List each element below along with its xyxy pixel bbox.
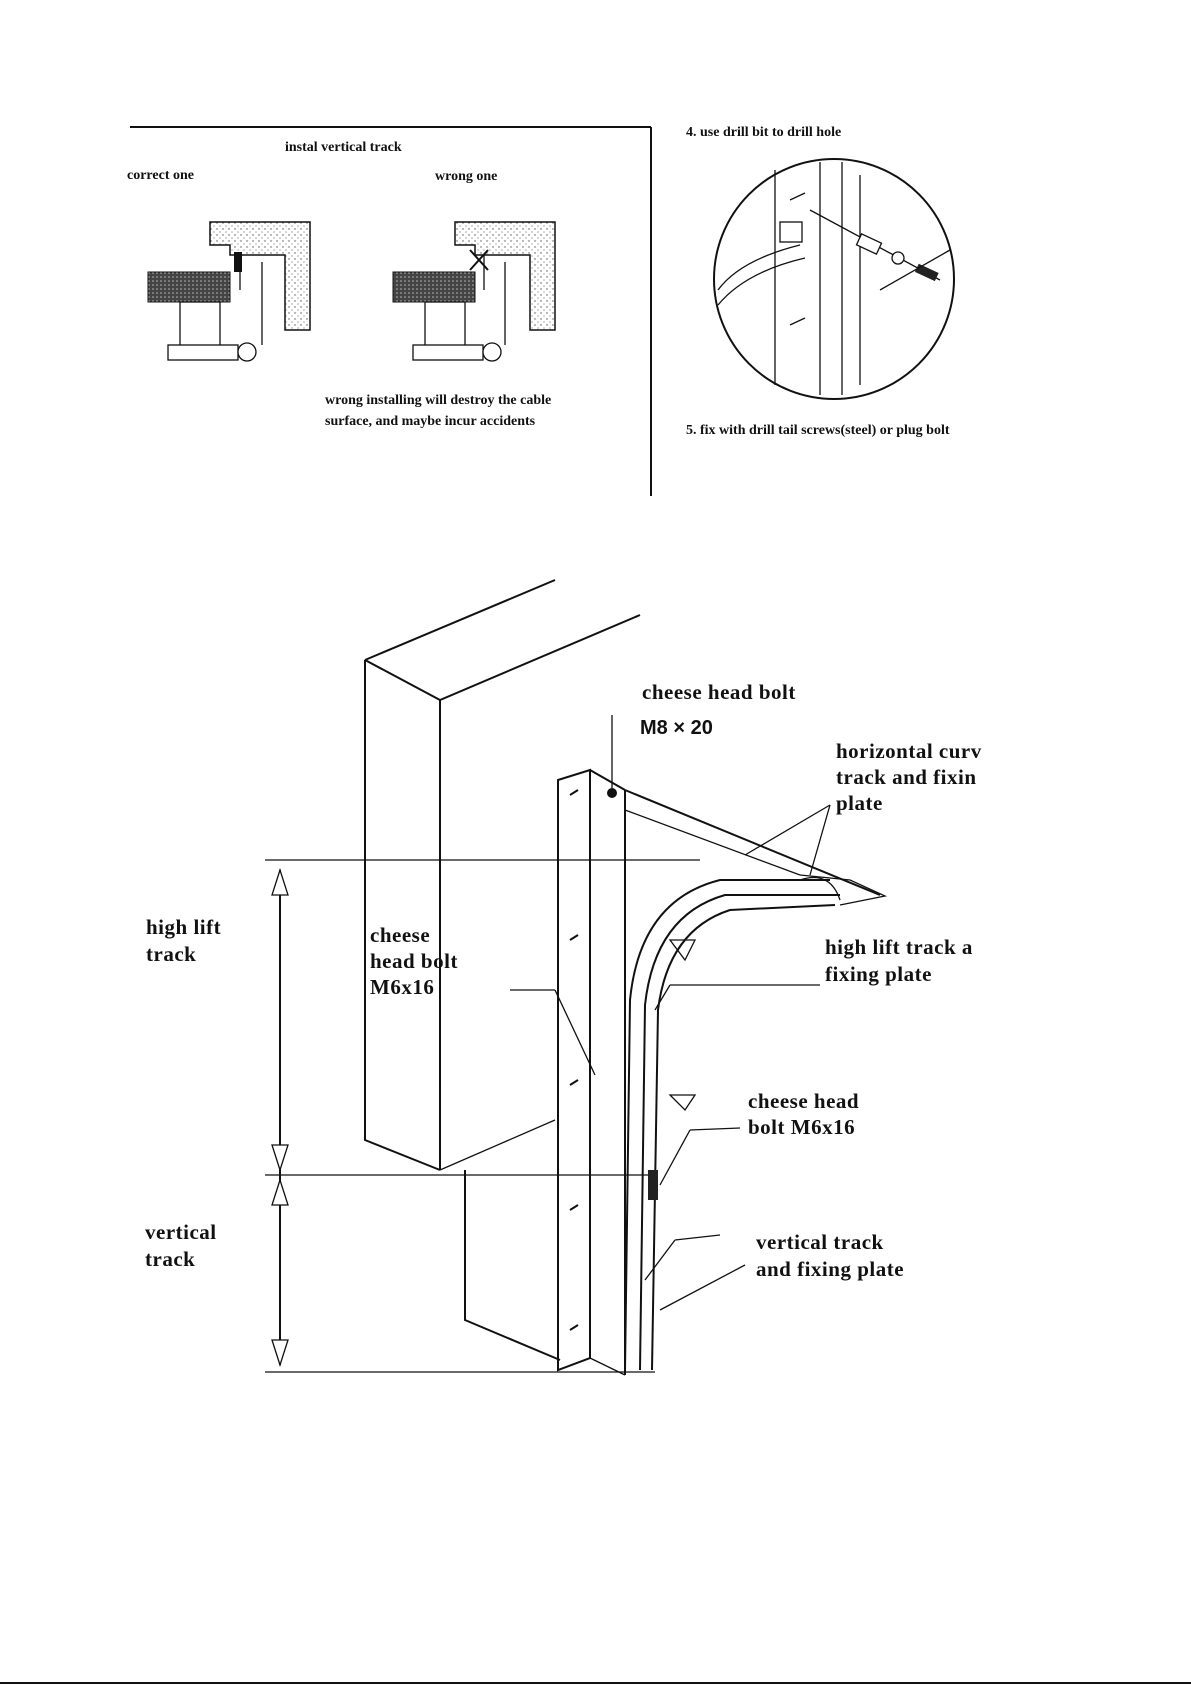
label-vertical-1: vertical bbox=[145, 1220, 217, 1244]
label-cheese-right-2: bolt M6x16 bbox=[748, 1115, 856, 1139]
label-cheese-left-3: M6x16 bbox=[370, 975, 435, 999]
label-vertical-2: track bbox=[145, 1247, 196, 1271]
warning-line-1: wrong installing will destroy the cable bbox=[325, 393, 552, 408]
label-cheese-head-bolt-top: cheese head bolt bbox=[642, 680, 796, 704]
label-high-lift-fix-2: fixing plate bbox=[825, 962, 932, 986]
label-high-lift-2: track bbox=[146, 942, 197, 966]
label-cheese-right-1: cheese head bbox=[748, 1089, 860, 1113]
label-cheese-left-1: cheese bbox=[370, 923, 431, 947]
label-high-lift-1: high lift bbox=[146, 915, 222, 939]
step-5-text: 5. fix with drill tail screws(steel) or … bbox=[686, 423, 950, 438]
wrong-label: wrong one bbox=[435, 169, 498, 184]
label-horizontal-2: track and fixin bbox=[836, 765, 977, 789]
correct-label: correct one bbox=[127, 168, 194, 183]
label-vertical-fix-2: and fixing plate bbox=[756, 1257, 905, 1281]
warning-line-2: surface, and maybe incur accidents bbox=[325, 414, 536, 429]
label-horizontal-3: plate bbox=[836, 791, 883, 815]
label-vertical-fix-1: vertical track bbox=[756, 1230, 884, 1254]
label-cheese-left-2: head bolt bbox=[370, 949, 458, 973]
label-m8x20: M8 × 20 bbox=[640, 717, 713, 739]
step-4-text: 4. use drill bit to drill hole bbox=[686, 125, 842, 140]
label-high-lift-fix-1: high lift track a bbox=[825, 935, 973, 959]
label-horizontal-1: horizontal curv bbox=[836, 739, 982, 763]
install-title: instal vertical track bbox=[285, 140, 402, 155]
